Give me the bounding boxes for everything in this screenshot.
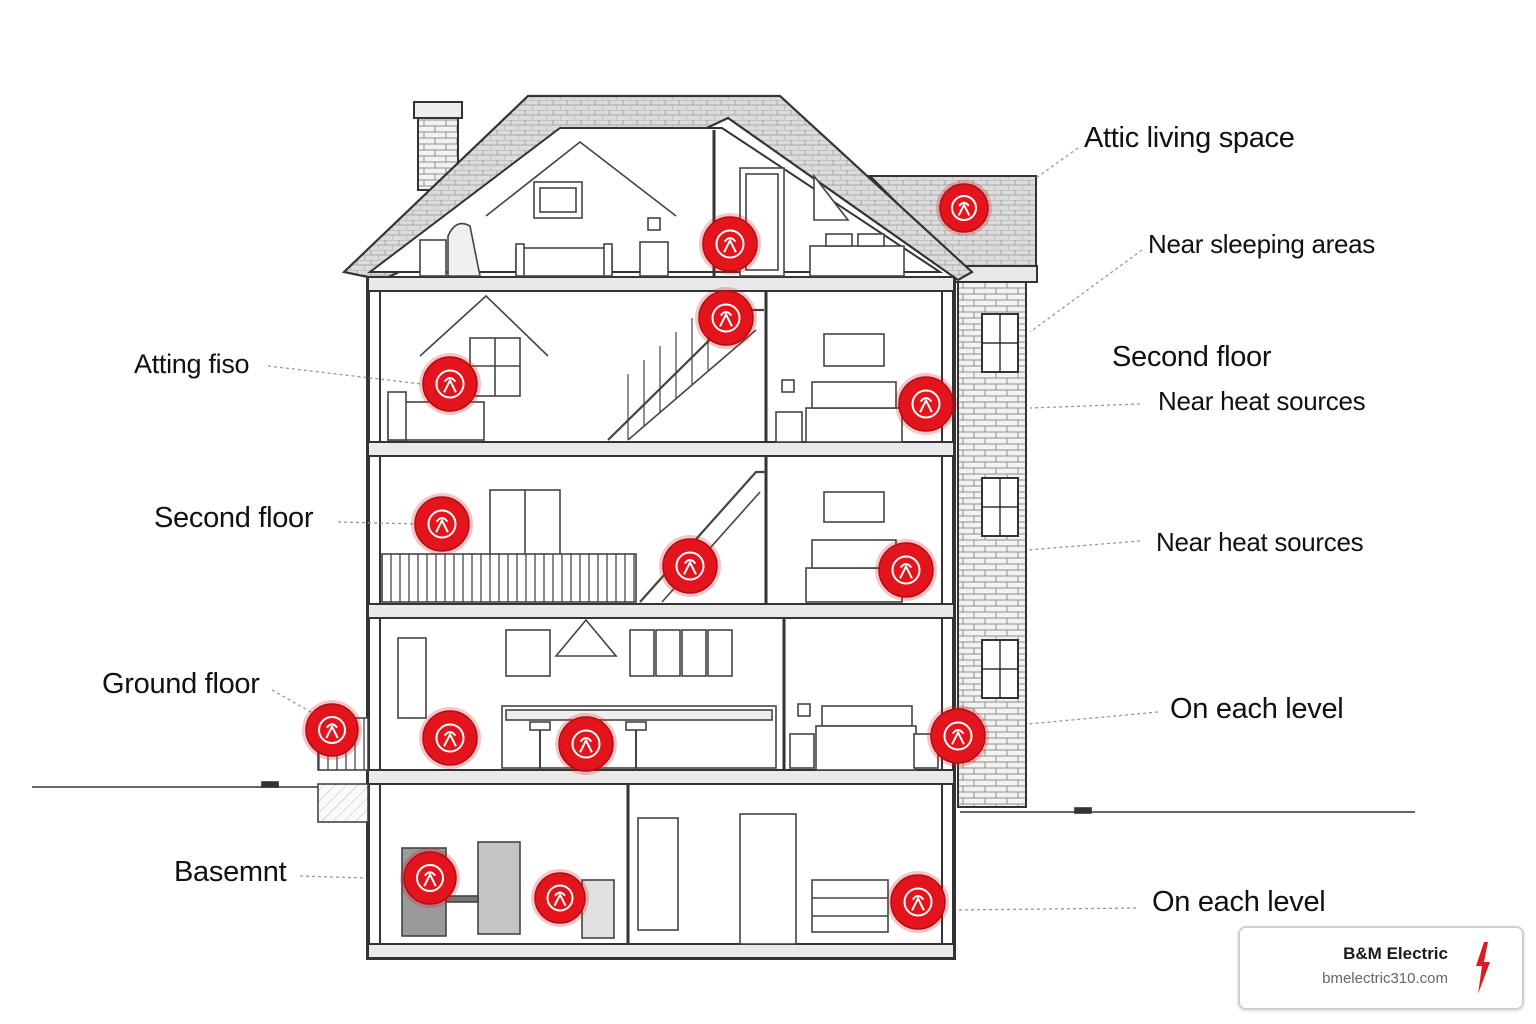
smoke-detector-markers — [302, 180, 992, 933]
second-floor-furnishings — [381, 470, 903, 603]
label-near-sleeping-areas: Near sleeping areas — [1148, 229, 1375, 259]
lightning-bolt-icon — [1476, 942, 1490, 994]
smoke-detector-icon — [927, 705, 989, 767]
smoke-detector-icon — [555, 713, 617, 775]
smoke-detector-icon — [419, 707, 481, 769]
label-on-each-level-1: On each level — [1170, 693, 1344, 725]
label-second-floor-right: Second floor — [1112, 341, 1272, 373]
label-near-heat-sources-2: Near heat sources — [1156, 527, 1364, 557]
smoke-detector-icon — [699, 213, 761, 275]
label-near-heat-sources-1: Near heat sources — [1158, 386, 1366, 416]
label-second-floor-left: Second floor — [154, 502, 314, 534]
smoke-detector-icon — [875, 539, 937, 601]
ground-floor-furnishings — [317, 618, 939, 823]
smoke-detector-icon — [302, 700, 362, 760]
label-on-each-level-2: On each level — [1152, 886, 1326, 918]
smoke-detector-icon — [936, 180, 992, 236]
upper-floor-furnishings — [387, 294, 903, 443]
brand-card[interactable]: B&M Electric bmelectric310.com — [1238, 926, 1524, 1010]
smoke-detector-icon — [419, 353, 481, 415]
smoke-detector-icon — [695, 287, 757, 349]
smoke-detector-icon — [895, 373, 957, 435]
smoke-detector-icon — [531, 869, 589, 927]
chimney — [413, 101, 463, 191]
leader-lines — [267, 147, 1159, 911]
basement-furnishings — [401, 813, 889, 945]
brand-name: B&M Electric — [1343, 944, 1448, 963]
label-ground-floor: Ground floor — [102, 668, 260, 700]
smoke-detector-icon — [659, 535, 721, 597]
label-atting-fiso: Atting fiso — [134, 349, 250, 379]
smoke-detector-icon — [400, 848, 460, 908]
label-basement: Basemnt — [174, 856, 287, 888]
brand-url[interactable]: bmelectric310.com — [1322, 970, 1448, 987]
smoke-detector-icon — [887, 871, 949, 933]
smoke-detector-icon — [411, 493, 473, 555]
ground-line — [32, 781, 1415, 814]
label-attic-living-space: Attic living space — [1084, 122, 1295, 154]
